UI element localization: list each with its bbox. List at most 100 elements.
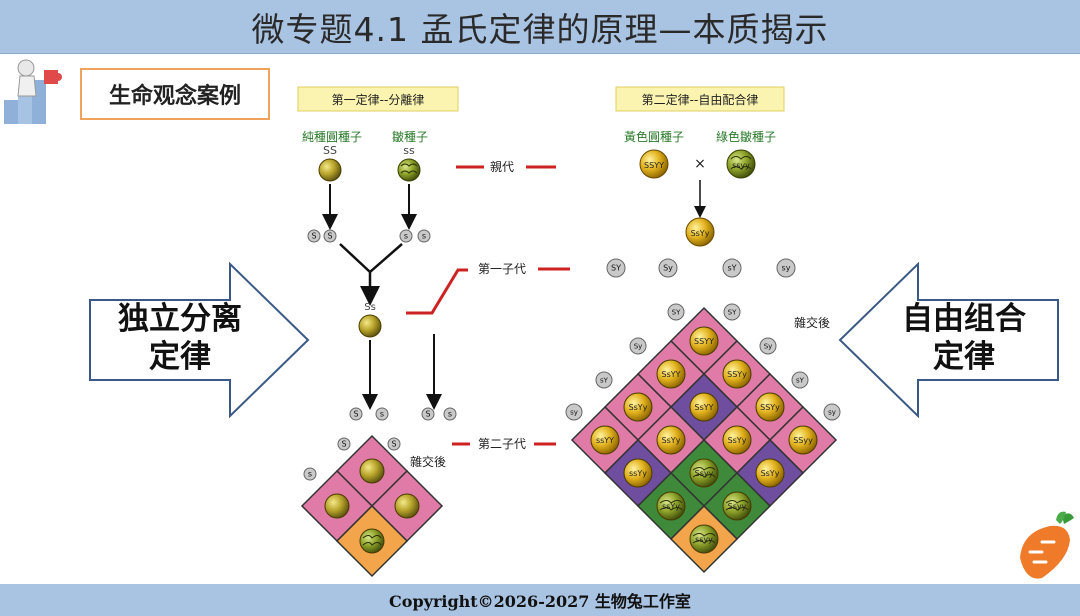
- right-arrow-label-line1: 自由组合: [902, 301, 1026, 337]
- law2-gamete-1: Sy: [658, 258, 678, 278]
- left-arrow-label: 独立分离 定律: [100, 300, 260, 376]
- law2-gamete-2: sY: [722, 258, 742, 278]
- law2-punnett-square: SSYYSSYySSYySSyySsYYSsYYSsYySsYySsYySsYy…: [565, 303, 841, 574]
- law1-bottom-gamete-2: S: [421, 407, 435, 421]
- law2-f2-seed-2-0: SsYy: [623, 392, 653, 422]
- law2-gamete-1-label: Sy: [663, 264, 673, 273]
- law1-header: 第一定律--分離律: [332, 92, 425, 107]
- law1-f1-seed: [358, 314, 382, 338]
- law2-f2-seed-3-1: ssYy: [623, 458, 653, 488]
- law1-top-gamete-0-label: S: [311, 232, 316, 241]
- law2-parent-left-label: 黃色圓種子: [624, 130, 684, 144]
- law2-header: 第二定律--自由配合律: [642, 92, 759, 107]
- law2-f2-seed-0-0-genotype: SSYY: [694, 337, 714, 346]
- law1-bottom-gamete-3-label: s: [448, 410, 452, 419]
- law2-edge-gamete-6-label: sY: [796, 376, 805, 384]
- law2-edge-gamete-3-label: sy: [570, 408, 578, 416]
- law2-parent-right-genotype: ssyy: [732, 161, 750, 170]
- law2-f2-seed-1-3-genotype: SsYy: [761, 469, 780, 478]
- law1-header-box: [297, 86, 459, 112]
- law2-f2-seed-1-0: SsYY: [656, 359, 686, 389]
- law1-top-gamete-0: S: [307, 229, 321, 243]
- law2-f2-seed-1-2: SsYy: [722, 425, 752, 455]
- law2-edge-gamete-7: sy: [823, 403, 841, 421]
- law1-bottom-gamete-1-label: s: [380, 410, 384, 419]
- law2-f2-seed-0-1-genotype: SSYy: [727, 370, 747, 379]
- law1-f2-seed-2: [394, 493, 420, 519]
- law2-parent-left-genotype: SSYY: [644, 161, 664, 170]
- f2-generation-label: 第二子代: [478, 437, 526, 451]
- mendel-diagram: 第一定律--分離律 第二定律--自由配合律 純種圓種子 SS 皺種子 ss 親代…: [297, 86, 841, 578]
- law1-top-gamete-1: S: [323, 229, 337, 243]
- right-arrow-shape: [838, 262, 1059, 418]
- law2-edge-gamete-0: SY: [667, 303, 685, 321]
- law2-parent-right-seed: [726, 149, 756, 179]
- law2-f2-seed-3-2-genotype: ssYy: [662, 502, 680, 511]
- right-arrow-label: 自由组合 定律: [884, 300, 1044, 376]
- law1-parent-left-seed: [318, 158, 342, 182]
- law2-gametes-row: SY Sy sY sy: [606, 258, 796, 278]
- law2-gamete-3-label: sy: [782, 264, 791, 273]
- law1-parent-right-genotype: ss: [403, 144, 415, 157]
- law1-bottom-gamete-3: s: [443, 407, 457, 421]
- law2-f2-seed-3-0-genotype: ssYY: [596, 436, 614, 445]
- f1-red-line: [406, 268, 468, 315]
- slide-title: 微专题4.1 孟氏定律的原理—本质揭示: [251, 9, 829, 49]
- law2-f2-seed-3-1-genotype: ssYy: [629, 469, 647, 478]
- law2-gamete-0: SY: [606, 258, 626, 278]
- copyright-text: Copyright©2026-2027 生物兔工作室: [389, 592, 691, 611]
- law2-f2-seed-1-1: SsYY: [689, 392, 719, 422]
- law2-f2-seed-1-2-genotype: SsYy: [728, 436, 747, 445]
- law1-top-gamete-1-label: S: [327, 232, 332, 241]
- law2-edge-gamete-5-label: Sy: [764, 342, 773, 350]
- law2-gamete-3: sy: [776, 258, 796, 278]
- law2-f2-seed-3-3: ssyy: [689, 524, 719, 554]
- law2-cross-symbol: ×: [694, 156, 706, 172]
- law1-edge-gamete-2-label: S: [391, 440, 396, 449]
- law1-f2-seed-0: [359, 458, 385, 484]
- law2-edge-gamete-2: sY: [595, 371, 613, 389]
- f1-generation-label: 第一子代: [478, 262, 526, 276]
- law1-bottom-gamete-0-label: S: [353, 410, 358, 419]
- law2-edge-gamete-6: sY: [791, 371, 809, 389]
- law1-f1-genotype: Ss: [364, 302, 376, 313]
- law1-parent-left-label: 純種圓種子: [302, 130, 362, 144]
- law2-f2-seed-0-1: SSYy: [722, 359, 752, 389]
- law2-f2-seed-2-2: Ssyy: [689, 458, 719, 488]
- law1-punnett-square: SsS: [300, 434, 444, 578]
- law2-edge-gamete-5: Sy: [759, 337, 777, 355]
- parent-generation-label: 親代: [490, 160, 514, 174]
- law2-edge-gamete-4-label: SY: [728, 308, 737, 316]
- footer-bar: Copyright©2026-2027 生物兔工作室: [0, 584, 1080, 616]
- law2-f2-seed-2-1-genotype: SsYy: [662, 436, 681, 445]
- law1-top-gamete-2: s: [399, 229, 413, 243]
- law2-f2-seed-0-0: SSYY: [689, 326, 719, 356]
- law2-f2-seed-3-0: ssYY: [590, 425, 620, 455]
- left-arrow-label-line1: 独立分离: [118, 301, 242, 337]
- law1-bottom-gamete-2-label: S: [425, 410, 430, 419]
- left-arrow-shape: [89, 262, 310, 418]
- law2-edge-gamete-7-label: sy: [828, 408, 836, 416]
- law2-f2-seed-1-0-genotype: SsYY: [661, 370, 680, 379]
- law2-gamete-0-label: SY: [611, 264, 621, 273]
- law2-f2-seed-2-3: Ssyy: [722, 491, 752, 521]
- law1-edge-gamete-1: s: [303, 467, 317, 481]
- law1-edge-gamete-2: S: [387, 437, 401, 451]
- law2-edge-gamete-0-label: SY: [672, 308, 681, 316]
- law1-edge-gamete-1-label: s: [308, 470, 312, 479]
- law2-f2-seed-0-3: SSyy: [788, 425, 818, 455]
- law1-bottom-gamete-1: s: [375, 407, 389, 421]
- law2-parent-right-label: 綠色皺種子: [716, 130, 776, 144]
- law1-f2-seed-3: [359, 528, 385, 554]
- law1-cross-label: 雜交後: [410, 454, 446, 469]
- law2-f1-genotype: SsYy: [691, 229, 710, 238]
- carrot-logo-icon: [1020, 511, 1074, 579]
- law2-f2-seed-0-3-genotype: SSyy: [793, 436, 813, 445]
- law2-edge-gamete-2-label: sY: [600, 376, 609, 384]
- law2-f2-seed-0-2: SSYy: [755, 392, 785, 422]
- law2-f2-seed-2-0-genotype: SsYy: [629, 403, 648, 412]
- law2-f2-seed-2-3-genotype: Ssyy: [728, 502, 747, 511]
- law2-gamete-2-label: sY: [727, 264, 736, 273]
- law2-header-box: [615, 86, 785, 112]
